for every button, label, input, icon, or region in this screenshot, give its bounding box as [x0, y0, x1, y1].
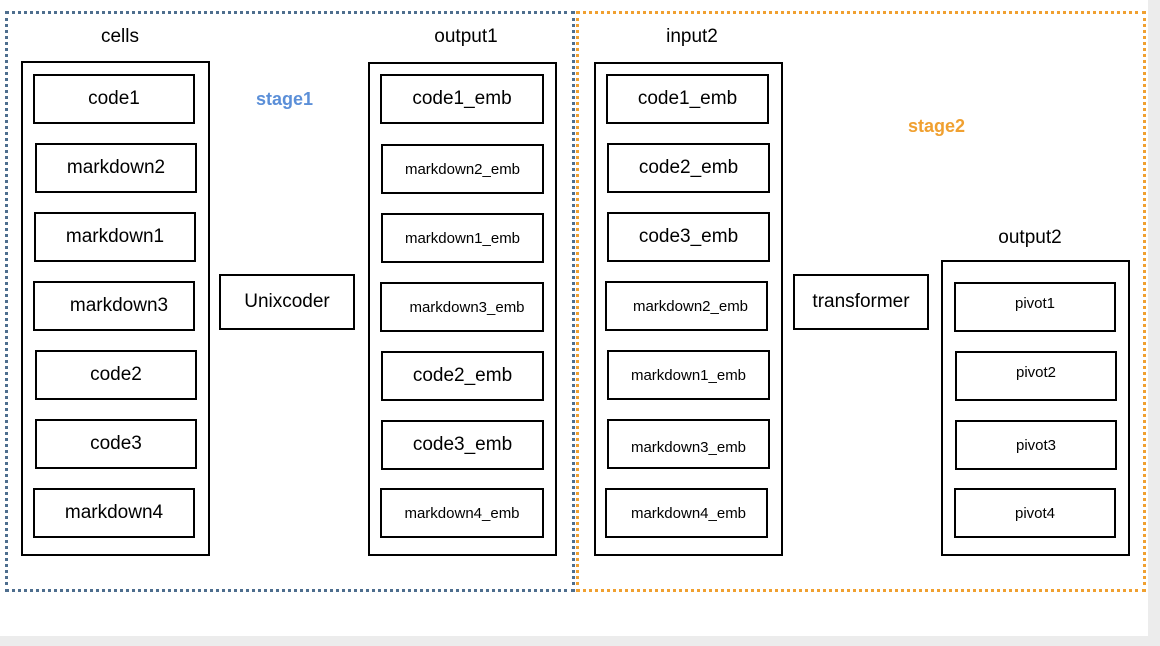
output1-item: markdown3_emb	[380, 282, 544, 332]
cells-column: code1 markdown2 markdown1 markdown3 code…	[21, 61, 210, 556]
output1-column: code1_emb markdown2_emb markdown1_emb ma…	[368, 62, 557, 556]
output1-title: output1	[434, 26, 498, 47]
output1-item: markdown1_emb	[381, 213, 544, 263]
input2-item: code2_emb	[607, 143, 770, 193]
input2-item: code3_emb	[607, 212, 770, 262]
stage2-label: stage2	[908, 116, 966, 136]
stage1-region	[5, 11, 575, 592]
output2-title: output2	[998, 227, 1062, 248]
output1-item: code3_emb	[381, 420, 544, 470]
input2-item: markdown2_emb	[605, 281, 768, 331]
cell-item: markdown4	[33, 488, 195, 538]
cell-item: markdown1	[34, 212, 196, 262]
output2-item: pivot4	[954, 488, 1116, 538]
transformer-box: transformer	[793, 274, 929, 330]
output1-item: code2_emb	[381, 351, 544, 401]
input2-item: markdown1_emb	[607, 350, 770, 400]
input2-title: input2	[666, 26, 718, 47]
output1-item: markdown4_emb	[380, 488, 544, 538]
output2-item: pivot1	[954, 282, 1116, 332]
input2-item: markdown4_emb	[605, 488, 768, 538]
stage1-label: stage1	[256, 89, 314, 109]
stage2-region	[576, 11, 1146, 592]
input2-item: code1_emb	[606, 74, 769, 124]
output1-item: code1_emb	[380, 74, 544, 124]
diagram-canvas: stage1 stage2 cells code1 markdown2 mark…	[0, 0, 1148, 636]
unixcoder-box: Unixcoder	[219, 274, 355, 330]
input2-item: markdown3_emb	[607, 419, 770, 469]
output2-item: pivot3	[955, 420, 1117, 470]
cell-item: markdown3	[33, 281, 195, 331]
cell-item: markdown2	[35, 143, 197, 193]
output1-item: markdown2_emb	[381, 144, 544, 194]
cell-item: code3	[35, 419, 197, 469]
cell-item: code2	[35, 350, 197, 400]
input2-column: code1_emb code2_emb code3_emb markdown2_…	[594, 62, 783, 556]
cell-item: code1	[33, 74, 195, 124]
output2-item: pivot2	[955, 351, 1117, 401]
cells-title: cells	[100, 26, 139, 47]
output2-column: pivot1 pivot2 pivot3 pivot4	[941, 260, 1130, 556]
